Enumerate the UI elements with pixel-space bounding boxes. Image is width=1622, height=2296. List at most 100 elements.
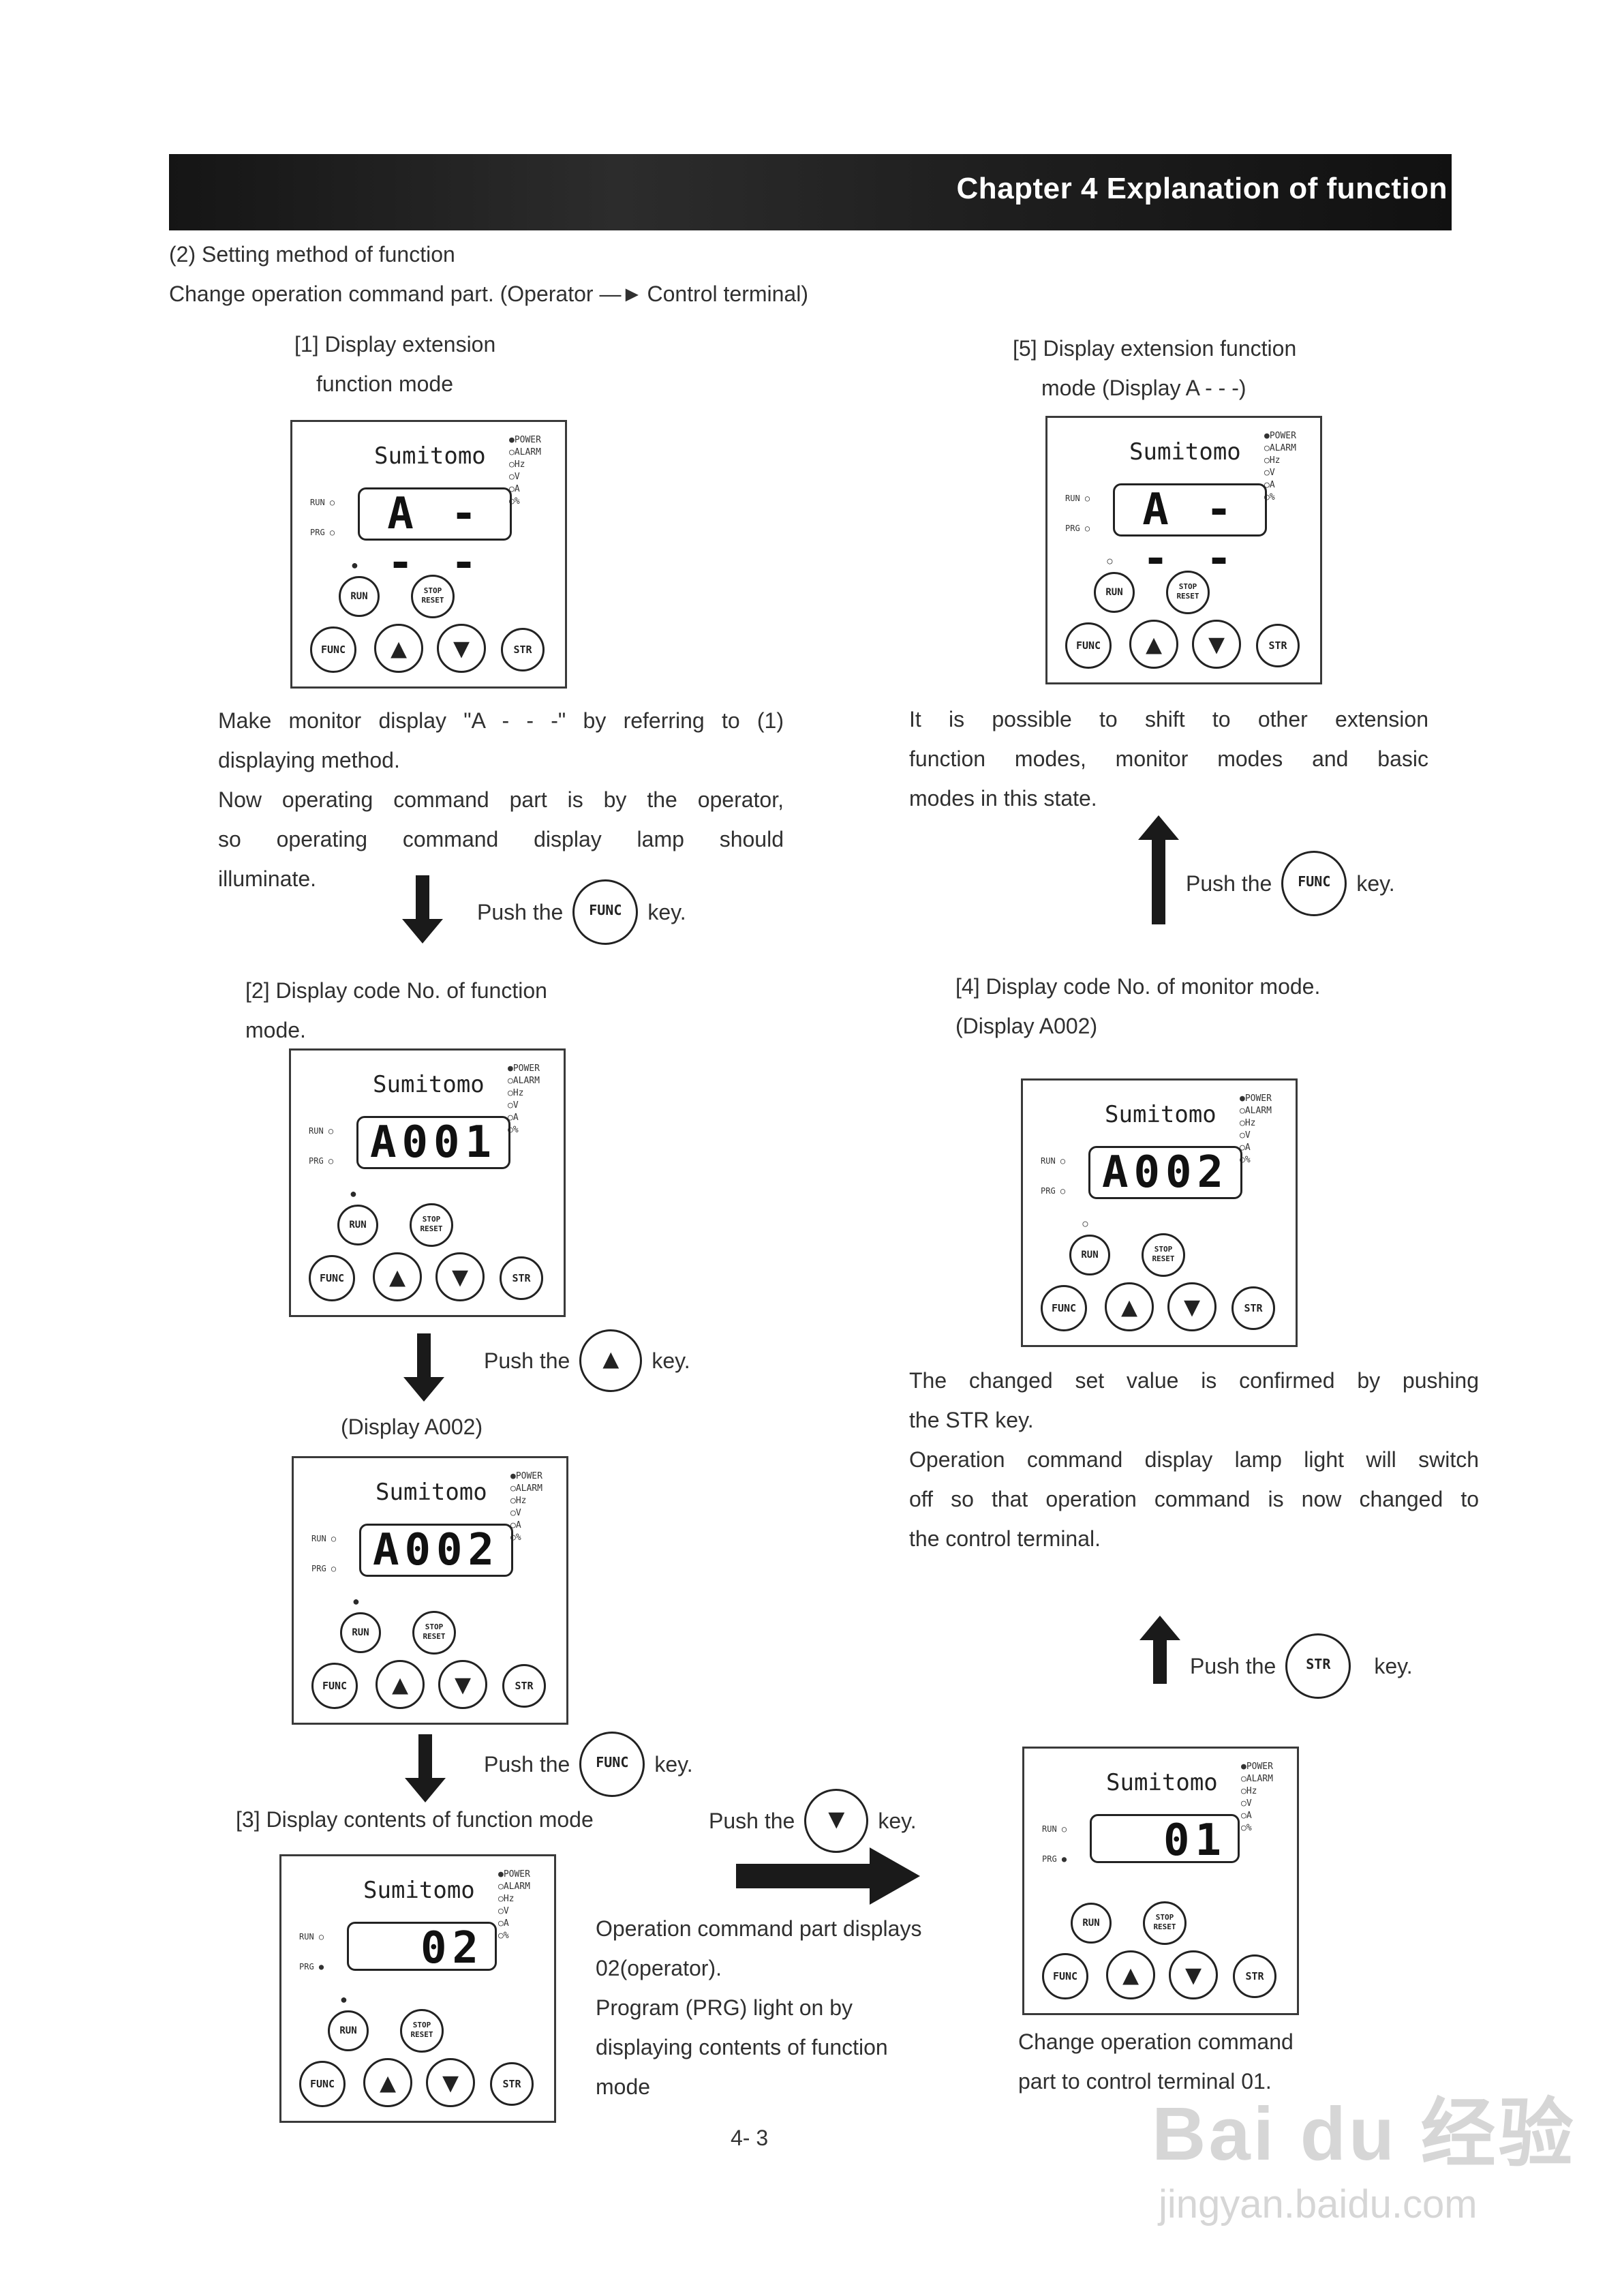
desc-line: Operation command display lamp light wil… [909,1447,1479,1472]
display-a002-caption: (Display A002) [341,1415,483,1439]
brand-label: Sumitomo [376,1479,487,1506]
step5-title: [5] Display extension function mode (Dis… [1013,329,1296,408]
prg-lamp: PRG ○ [311,1564,337,1573]
step2-title-line1: [2] Display code No. of function [245,978,547,1003]
run-key[interactable]: RUN [1069,1235,1110,1275]
step1-title-line1: [1] Display extension [294,332,496,357]
led-hz: ○Hz [1264,455,1281,466]
down-arrow-key[interactable]: ▼ [435,1252,485,1301]
up-key-icon: ▲ [579,1329,643,1392]
led-percent: ○% [508,1125,519,1135]
led-percent: ○% [1240,1155,1251,1165]
stop-reset-key[interactable]: STOP RESET [1166,571,1210,614]
status-leds: ●POWER ○ALARM ○Hz ○V ○A ○% [509,434,541,508]
intro-prefix: Change operation command part. (Operator [169,282,594,306]
brand-label: Sumitomo [1129,438,1241,466]
desc-line: mode [596,2074,651,2099]
led-alarm: ○ALARM [510,1483,542,1494]
down-arrow-key[interactable]: ▼ [1192,620,1241,669]
stop-reset-key[interactable]: STOP RESET [410,1203,453,1247]
run-key[interactable]: RUN [1094,572,1135,613]
desc-line: off so that operation command is now cha… [909,1487,1479,1511]
func-key[interactable]: FUNC [310,626,356,673]
led-power: ●POWER [1241,1762,1273,1772]
led-percent: ○% [1241,1823,1252,1833]
down-arrow-key[interactable]: ▼ [1169,1950,1218,1999]
baidu-watermark: Bai du 经验 [1152,2092,1576,2176]
func-key[interactable]: FUNC [1065,622,1112,669]
up-arrow-key[interactable]: ▲ [373,1252,422,1301]
down-arrow-icon [402,875,443,943]
down-arrow-icon [403,1333,444,1402]
str-key[interactable]: STR [502,1664,546,1708]
run-prg-lamps: RUN ○ PRG ○ [310,487,335,547]
run-indicator-dot: ● [352,1595,360,1608]
seven-segment-display: 01 [1090,1814,1240,1865]
stop-reset-key[interactable]: STOP RESET [412,1611,456,1655]
run-key[interactable]: RUN [328,2010,369,2051]
push-suffix: key. [1356,871,1395,896]
prg-lamp: PRG ○ [309,1156,334,1166]
led-a: ○A [498,1918,509,1929]
down-arrow-key[interactable]: ▼ [426,2058,475,2107]
stop-reset-key[interactable]: STOP RESET [1143,1901,1187,1945]
desc-line: illuminate. [218,866,317,891]
down-key-icon: ▼ [804,1789,869,1853]
up-arrow-key[interactable]: ▲ [1105,1282,1154,1331]
led-percent: ○% [510,1532,521,1543]
str-key[interactable]: STR [1233,1954,1276,1998]
stop-reset-key[interactable]: STOP RESET [411,575,455,618]
operator-panel-step5: Sumitomo ●POWER○ALARM○Hz○V○A○% RUN ○PRG … [1045,416,1322,684]
func-key[interactable]: FUNC [1041,1285,1087,1331]
func-key[interactable]: FUNC [299,2061,346,2107]
step3-title: [3] Display contents of function mode [236,1807,594,1832]
down-arrow-key[interactable]: ▼ [438,1660,487,1709]
down-arrow-key[interactable]: ▼ [1167,1282,1216,1331]
step4-title-line1: [4] Display code No. of monitor mode. [955,974,1321,999]
section-heading-text: (2) Setting method of function [169,242,455,267]
run-key[interactable]: RUN [337,1205,378,1245]
push-suffix: key. [652,1348,690,1373]
push-func-instruction-3: Push the FUNC key. [1186,851,1395,916]
str-key[interactable]: STR [1231,1286,1275,1330]
str-key-icon: STR [1285,1633,1351,1699]
func-key[interactable]: FUNC [1042,1953,1088,1999]
led-hz: ○Hz [1240,1118,1256,1128]
run-prg-lamps: RUN ○PRG ○ [311,1524,336,1584]
led-v: ○V [498,1906,509,1916]
run-key[interactable]: RUN [339,576,380,617]
stop-reset-key[interactable]: STOP RESET [1142,1233,1185,1277]
step2-title: [2] Display code No. of function mode. [245,971,547,1050]
desc-line: Operation command part displays [596,1916,922,1941]
str-key[interactable]: STR [490,2062,534,2106]
step5-title-line1: [5] Display extension function [1013,336,1297,361]
stop-reset-key[interactable]: STOP RESET [400,2009,444,2053]
push-label: Push the [709,1808,795,1833]
up-arrow-key[interactable]: ▲ [374,624,423,673]
up-arrow-key[interactable]: ▲ [1106,1950,1155,1999]
led-alarm: ○ALARM [498,1882,530,1892]
str-key[interactable]: STR [501,628,545,671]
run-prg-lamps: RUN ○PRG ● [299,1922,324,1982]
operator-panel-step2b: Sumitomo ●POWER○ALARM○Hz○V○A○% RUN ○PRG … [292,1456,568,1725]
func-key[interactable]: FUNC [309,1255,355,1301]
status-leds: ●POWER○ALARM○Hz○V○A○% [510,1470,542,1544]
func-key[interactable]: FUNC [311,1663,358,1709]
led-v: ○V [1264,468,1275,478]
str-key[interactable]: STR [1256,624,1300,667]
up-arrow-key[interactable]: ▲ [363,2058,412,2107]
led-power: ●POWER [510,1471,542,1481]
desc-line: displaying method. [218,748,400,772]
chapter-header-bar: Chapter 4 Explanation of function [169,154,1452,230]
run-key[interactable]: RUN [1071,1903,1112,1944]
up-arrow-key[interactable]: ▲ [1129,620,1178,669]
str-key[interactable]: STR [500,1256,543,1300]
step4-title-line2: (Display A002) [955,1014,1098,1038]
run-lamp: RUN ○ [1065,494,1090,503]
led-a: ○A [510,1520,521,1530]
up-arrow-key[interactable]: ▲ [376,1660,425,1709]
run-key[interactable]: RUN [340,1612,381,1653]
desc-line: so operating command display lamp should [218,827,784,851]
down-arrow-key[interactable]: ▼ [437,624,486,673]
brand-label: Sumitomo [1105,1101,1216,1128]
